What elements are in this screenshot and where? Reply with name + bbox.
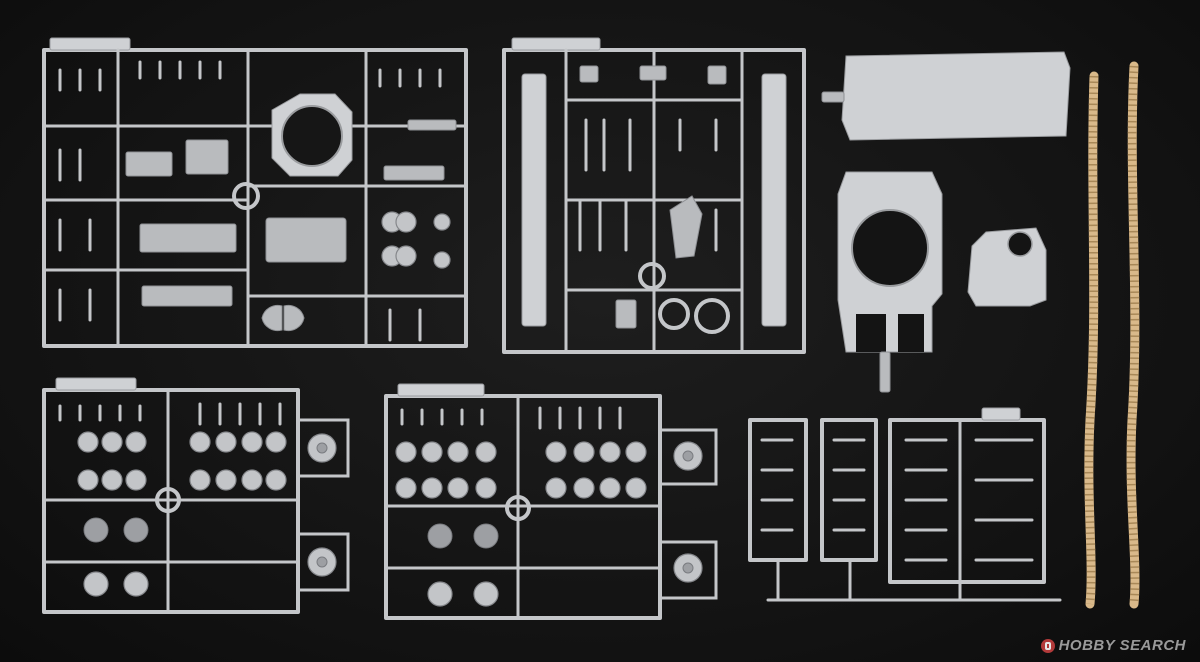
road-wheels-a [77,431,337,597]
watermark-text: HOBBY SEARCH [1058,637,1186,654]
sprue-bottom-middle [384,383,718,620]
road-wheels-b [395,441,703,607]
watermark: HOBBY SEARCH [1040,637,1186,654]
hull-parts [821,51,1071,393]
sprue-top-middle [502,37,806,354]
hobby-search-logo-icon [1040,638,1055,653]
sprue-bottom-left [42,377,350,614]
sprue-bottom-right [748,407,1062,602]
rubber-tracks [1084,61,1140,609]
sprue-top-left [42,37,468,348]
